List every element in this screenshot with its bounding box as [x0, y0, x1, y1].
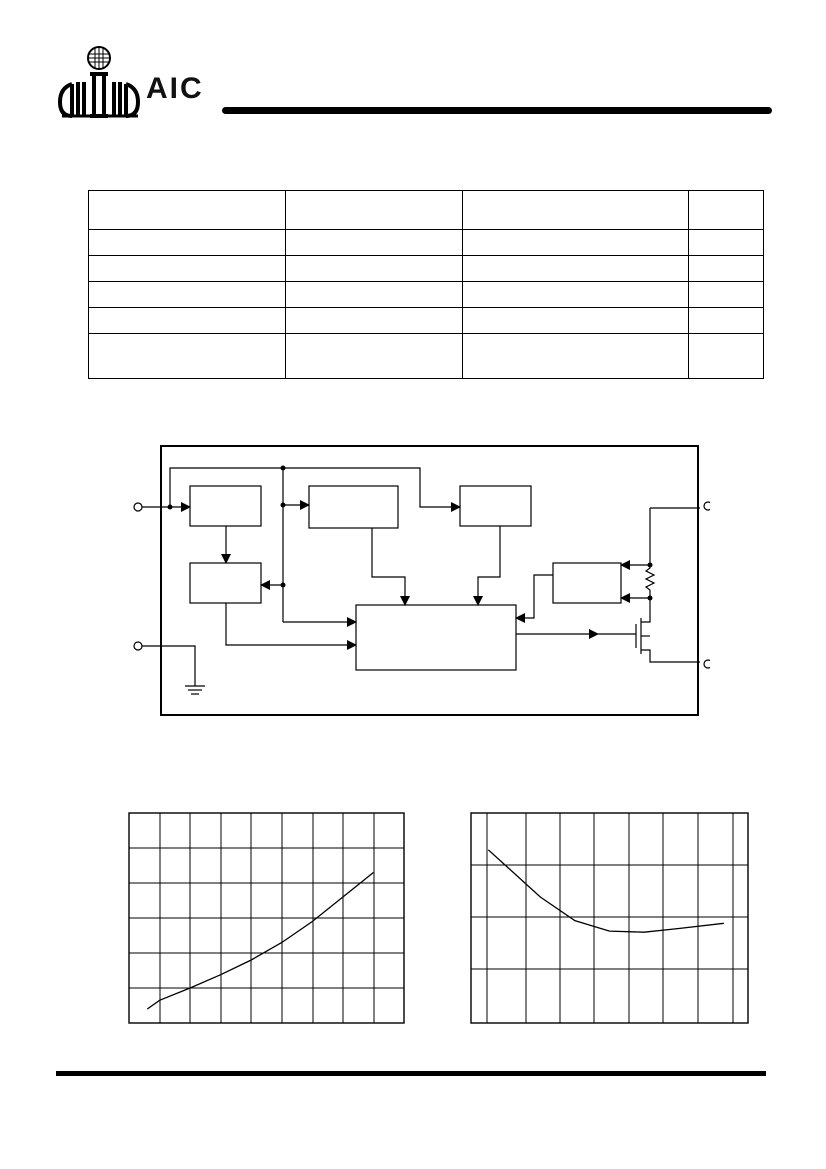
table-cell	[688, 229, 764, 256]
table-cell	[88, 229, 286, 256]
table-cell	[285, 333, 463, 379]
table-cell	[285, 281, 463, 308]
table-cell	[88, 281, 286, 308]
block-4	[459, 485, 532, 527]
block-2	[189, 562, 262, 604]
series-line-1	[146, 871, 374, 1010]
block-diagram-svg	[133, 445, 713, 716]
terminal-top-right	[703, 501, 713, 511]
table-cell	[462, 307, 689, 334]
series-line-1	[487, 849, 724, 933]
table-cell	[688, 255, 764, 282]
table-cell	[88, 255, 286, 282]
logo-text: AIC	[146, 72, 204, 105]
table-cell	[688, 190, 764, 230]
chart-left-svg	[128, 812, 405, 1024]
company-logo: AIC	[54, 44, 224, 120]
chart-right	[462, 805, 757, 1030]
table-cell	[285, 190, 463, 230]
header-rule	[222, 107, 772, 114]
table-row	[88, 281, 764, 308]
table-cell	[462, 333, 689, 379]
block-5	[552, 562, 622, 604]
terminal-bottom-right	[703, 659, 713, 669]
table-cell	[462, 281, 689, 308]
table-cell	[688, 281, 764, 308]
table-cell	[88, 307, 286, 334]
block-3	[308, 485, 399, 529]
footer-rule	[56, 1071, 766, 1076]
table-row	[88, 333, 764, 379]
chart-right-svg	[470, 812, 749, 1024]
table-cell	[462, 255, 689, 282]
plot-area	[470, 812, 749, 1024]
table-row	[88, 307, 764, 334]
diagram-frame	[160, 445, 699, 716]
table-cell	[462, 190, 689, 230]
table-row	[88, 255, 764, 282]
terminal-input	[133, 502, 143, 512]
terminal-ground	[133, 641, 143, 651]
table-cell	[88, 190, 286, 230]
block-1	[189, 485, 262, 527]
table-cell	[462, 229, 689, 256]
block-6	[355, 604, 517, 671]
table-row	[88, 190, 764, 230]
spec-table	[88, 190, 764, 379]
table-cell	[688, 333, 764, 379]
table-row	[88, 229, 764, 256]
aic-globe-logo-icon	[57, 46, 141, 118]
table-cell	[88, 333, 286, 379]
table-cell	[285, 255, 463, 282]
block-diagram	[130, 440, 713, 720]
table-cell	[285, 229, 463, 256]
table-cell	[285, 307, 463, 334]
table-cell	[688, 307, 764, 334]
chart-left	[118, 805, 418, 1030]
